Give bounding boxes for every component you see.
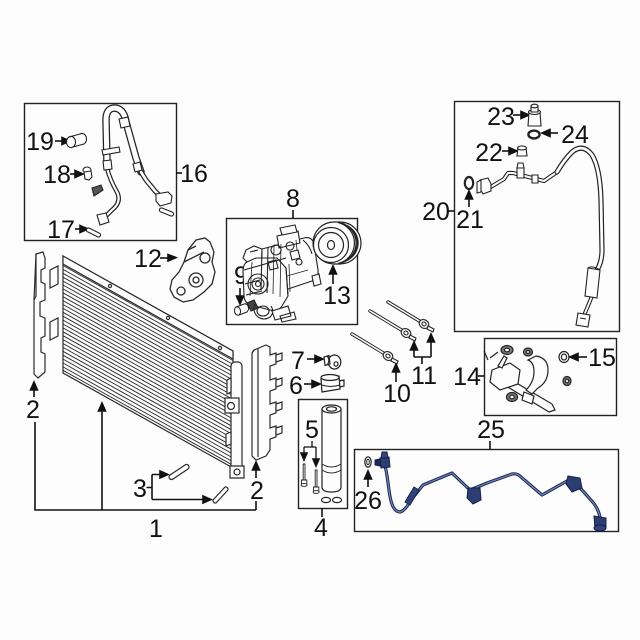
svg-text:2: 2 <box>26 396 40 424</box>
svg-text:3: 3 <box>133 475 147 503</box>
svg-text:26: 26 <box>354 487 382 515</box>
svg-text:23: 23 <box>487 103 515 131</box>
svg-text:25: 25 <box>477 416 505 444</box>
svg-text:22: 22 <box>475 139 503 167</box>
svg-text:16: 16 <box>180 160 208 188</box>
svg-text:15: 15 <box>588 344 616 372</box>
svg-text:11: 11 <box>411 362 437 390</box>
svg-text:24: 24 <box>561 121 589 149</box>
svg-text:7: 7 <box>291 347 305 375</box>
svg-text:5: 5 <box>305 416 319 444</box>
svg-text:2: 2 <box>250 477 264 505</box>
svg-text:1: 1 <box>149 515 163 543</box>
svg-text:21: 21 <box>456 206 484 234</box>
svg-text:4: 4 <box>314 514 328 542</box>
svg-text:17: 17 <box>47 216 75 244</box>
svg-text:19: 19 <box>26 128 54 156</box>
svg-text:20: 20 <box>422 198 450 226</box>
svg-text:14: 14 <box>453 363 481 391</box>
svg-text:8: 8 <box>286 185 300 213</box>
svg-text:12: 12 <box>134 245 162 273</box>
svg-text:13: 13 <box>323 282 351 310</box>
svg-text:18: 18 <box>43 161 71 189</box>
svg-text:10: 10 <box>383 380 411 408</box>
svg-text:6: 6 <box>289 372 303 400</box>
